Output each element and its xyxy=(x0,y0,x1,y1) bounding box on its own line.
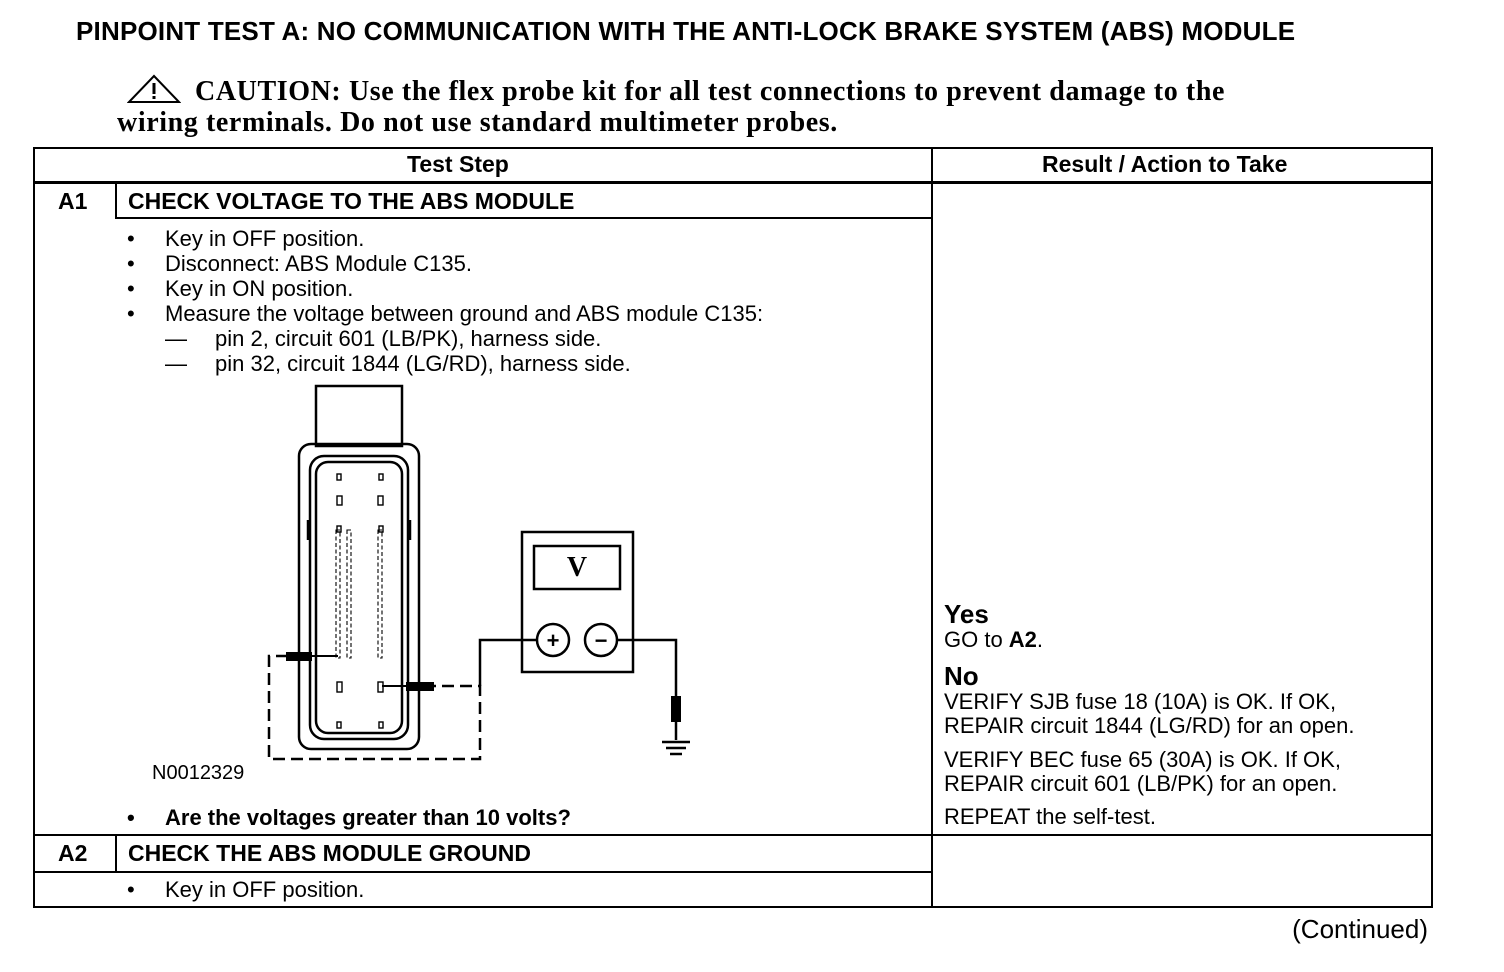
a1-question: •Are the voltages greater than 10 volts? xyxy=(127,805,571,830)
a2-instruction: •Key in OFF position. xyxy=(127,877,365,902)
figure-id: N0012329 xyxy=(152,762,245,784)
result-yes: Yes GO to A2. xyxy=(944,600,1043,652)
yes-label: Yes xyxy=(944,599,989,629)
connector-voltage-diagram: V + − xyxy=(267,384,690,761)
pinpoint-table xyxy=(33,147,1433,908)
result-no: No VERIFY SJB fuse 18 (10A) is OK. If OK… xyxy=(944,662,1354,829)
plus-terminal: + xyxy=(547,628,560,653)
caution-line-2: wiring terminals. Do not use standard mu… xyxy=(117,107,838,138)
result-header: Result / Action to Take xyxy=(1042,151,1288,177)
caution-line-1: CAUTION: Use the flex probe kit for all … xyxy=(195,76,1226,107)
warning-triangle-icon xyxy=(127,74,181,103)
no-action-line: REPAIR circuit 1844 (LG/RD) for an open. xyxy=(944,713,1355,738)
no-action-line: REPEAT the self-test. xyxy=(944,804,1156,829)
page-title: PINPOINT TEST A: NO COMMUNICATION WITH T… xyxy=(76,16,1296,46)
a1-heading-rule xyxy=(115,217,933,219)
step-id-a2: A2 xyxy=(58,840,88,866)
step-heading-a2: CHECK THE ABS MODULE GROUND xyxy=(128,840,531,866)
no-action-line: VERIFY BEC fuse 65 (30A) is OK. If OK, xyxy=(944,747,1341,772)
caution-note: CAUTION: Use the flex probe kit for all … xyxy=(117,74,1337,138)
yes-action: GO to A2. xyxy=(944,627,1044,652)
a2-heading-rule xyxy=(33,871,933,873)
minus-terminal: − xyxy=(595,628,608,653)
no-action-line: VERIFY SJB fuse 18 (10A) is OK. If OK, xyxy=(944,689,1337,714)
step-id-divider-a1 xyxy=(115,182,117,219)
test-step-header: Test Step xyxy=(407,151,509,177)
step-heading-a1: CHECK VOLTAGE TO THE ABS MODULE xyxy=(128,188,575,214)
meter-label: V xyxy=(567,552,587,583)
no-action-line: REPAIR circuit 601 (LB/PK) for an open. xyxy=(944,771,1338,796)
a1-end-rule xyxy=(33,834,1433,836)
step-id-a1: A1 xyxy=(58,188,88,214)
header-rule xyxy=(33,181,1433,184)
step-id-divider-a2 xyxy=(115,835,117,872)
no-label: No xyxy=(944,661,979,691)
continued-note: (Continued) xyxy=(1292,914,1428,944)
column-divider xyxy=(931,147,933,908)
